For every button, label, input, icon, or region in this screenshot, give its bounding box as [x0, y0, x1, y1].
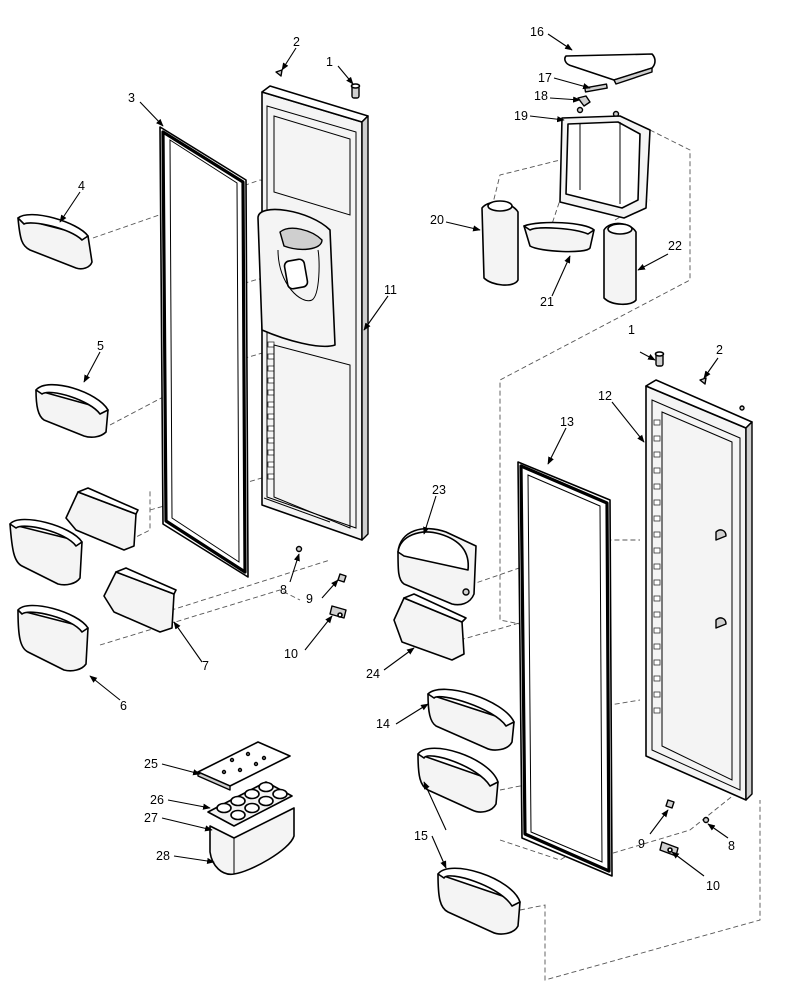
left-door-gasket: [159, 126, 249, 578]
right-door-gasket: [517, 461, 613, 877]
callout-16: 16: [530, 25, 544, 39]
callout-26: 26: [150, 793, 164, 807]
callout-5: 5: [97, 339, 104, 353]
door-bin-medium: [35, 383, 109, 438]
door-bin-right-2: [417, 747, 499, 813]
fresh-food-door-assembly: [645, 379, 753, 801]
callout-2b: 2: [716, 343, 723, 357]
door-bin-right-1: [427, 688, 515, 751]
right-door-rail-holes: [653, 419, 661, 714]
door-shelf-right-upper: [393, 593, 467, 661]
egg-bin-assembly: [197, 741, 295, 876]
dairy-compartment: [397, 527, 477, 606]
callout-9b: 9: [638, 837, 645, 851]
callout-17: 17: [538, 71, 552, 85]
callout-28: 28: [156, 849, 170, 863]
freezer-door-hardware: [275, 69, 361, 619]
callout-8b: 8: [728, 839, 735, 853]
freezer-door-assembly: [257, 85, 369, 541]
callout-4: 4: [78, 179, 85, 193]
callout-22: 22: [668, 239, 682, 253]
door-shelf-lower: [103, 567, 177, 633]
door-bin-small-top: [17, 213, 93, 270]
door-bucket-lower: [17, 604, 89, 672]
callout-6: 6: [120, 699, 127, 713]
callout-14: 14: [376, 717, 390, 731]
callout-18: 18: [534, 89, 548, 103]
callout-3: 3: [128, 91, 135, 105]
callout-12: 12: [598, 389, 612, 403]
callout-24: 24: [366, 667, 380, 681]
callout-leaders: [59, 33, 729, 877]
callout-1a: 1: [326, 55, 333, 69]
callout-10b: 10: [706, 879, 720, 893]
callout-20: 20: [430, 213, 444, 227]
callout-2a: 2: [293, 35, 300, 49]
door-bucket-upper: [9, 518, 83, 586]
callout-25: 25: [144, 757, 158, 771]
ice-bin-assembly: [481, 53, 656, 306]
callout-7: 7: [202, 659, 209, 673]
callout-15: 15: [414, 829, 428, 843]
egg-cups: [216, 781, 288, 821]
callout-19: 19: [514, 109, 528, 123]
door-bin-right-3: [437, 867, 521, 935]
callout-1b: 1: [628, 323, 635, 337]
callout-23: 23: [432, 483, 446, 497]
callout-9a: 9: [306, 592, 313, 606]
door-rail-holes: [267, 341, 275, 480]
callout-13: 13: [560, 415, 574, 429]
callout-21: 21: [540, 295, 554, 309]
door-shelf-upper: [65, 487, 139, 551]
callout-27: 27: [144, 811, 158, 825]
fresh-food-door-hardware: [654, 351, 745, 857]
callout-11: 11: [384, 283, 397, 297]
callout-labels: 1 2 3 4 5 6 7 8 9 10 11 12 13 14 15 16 1…: [78, 25, 735, 893]
callout-8a: 8: [280, 583, 287, 597]
callout-10a: 10: [284, 647, 298, 661]
